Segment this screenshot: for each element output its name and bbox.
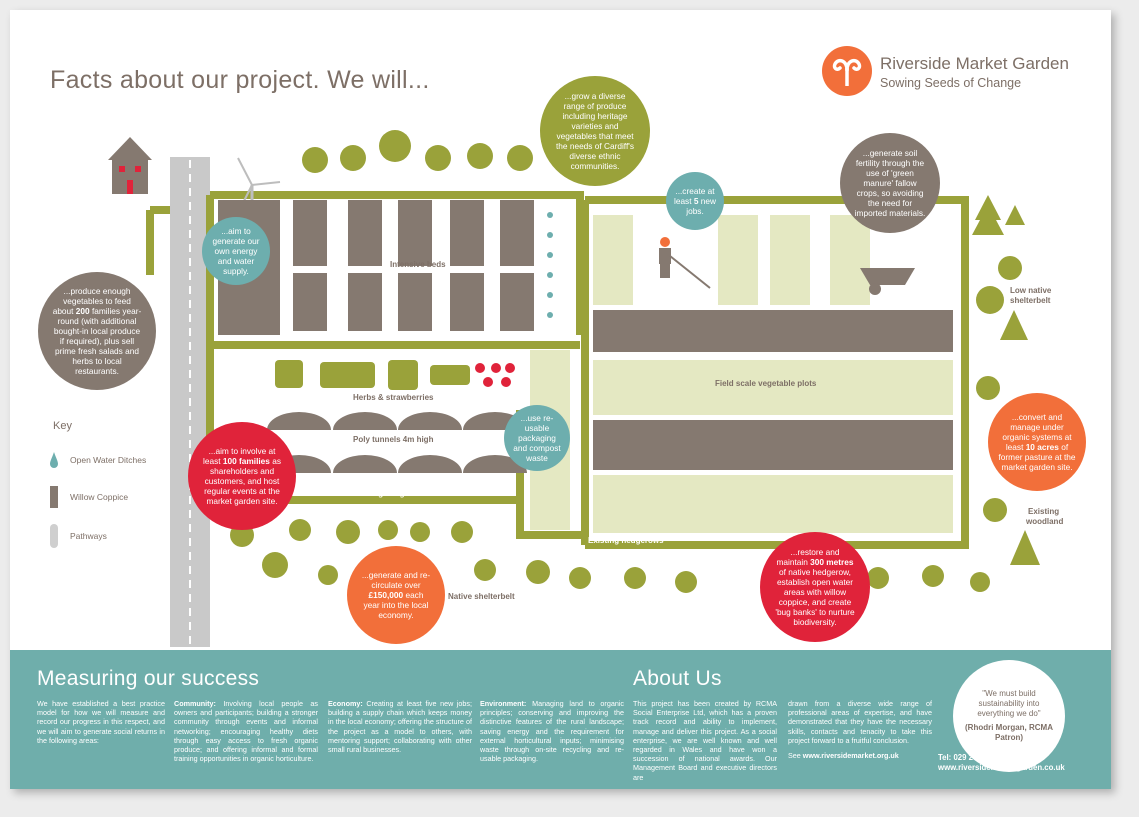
fruit-trees bbox=[302, 130, 533, 173]
community-column: Community: Involving local people as own… bbox=[174, 699, 318, 764]
label-hedgerows-bottom: Existing hedgerows bbox=[588, 536, 664, 545]
field-crops bbox=[530, 215, 953, 533]
label-fruit-trees: Fruit trees bbox=[416, 180, 456, 189]
key-item-pathways: Pathways bbox=[50, 524, 107, 548]
garden-map bbox=[108, 130, 1040, 647]
key-title: Key bbox=[53, 420, 72, 432]
logo-name: Riverside Market Garden bbox=[880, 54, 1069, 73]
footer: Measuring our success We have establishe… bbox=[10, 650, 1111, 789]
water-ditches bbox=[547, 212, 553, 318]
about-column-2: drawn from a diverse wide range of profe… bbox=[788, 699, 932, 761]
about-column-1: This project has been created by RCMA So… bbox=[633, 699, 777, 782]
poster: Facts about our project. We will... Rive… bbox=[10, 10, 1111, 789]
water-drop-icon bbox=[50, 452, 58, 468]
bubble-hedgerow-text: ...restore and maintain 300 metres of na… bbox=[775, 547, 855, 627]
label-low-native-2: shelterbelt bbox=[1010, 296, 1051, 305]
quote-circle: "We must build sustainability into every… bbox=[953, 660, 1065, 772]
bubble-involve-text: ...aim to involve at least 100 families … bbox=[203, 446, 281, 506]
bubble-hedgerow: ...restore and maintain 300 metres of na… bbox=[760, 532, 870, 642]
about-link[interactable]: www.riversidemarket.org.uk bbox=[802, 751, 899, 761]
bubble-circulate-text: ...generate and re-circulate over £150,0… bbox=[361, 570, 431, 620]
bubble-packaging-text: ...use re-usable packaging and compost w… bbox=[513, 413, 561, 463]
logo: Riverside Market Garden Sowing Seeds of … bbox=[822, 46, 1092, 106]
bubble-fertility: ...generate soil fertility through the u… bbox=[840, 133, 940, 233]
label-native-shelterbelt: Native shelterbelt bbox=[448, 592, 515, 601]
willow-block-icon bbox=[50, 486, 58, 508]
key-item-willow: Willow Coppice bbox=[50, 486, 128, 508]
label-field-scale: Field scale vegetable plots bbox=[715, 379, 817, 388]
measuring-intro: We have established a best practice mode… bbox=[37, 699, 165, 745]
label-existing-woodland-1: Existing bbox=[1028, 507, 1060, 516]
bubble-involve: ...aim to involve at least 100 families … bbox=[188, 422, 296, 530]
bubble-jobs: ...create at least 5 new jobs. bbox=[666, 172, 724, 230]
economy-column: Economy: Creating at least five new jobs… bbox=[328, 699, 472, 755]
quote-text: "We must build sustainability into every… bbox=[977, 689, 1041, 718]
quote-author: (Rhodri Morgan, RCMA Patron) bbox=[965, 723, 1053, 742]
bubble-energy-text: ...aim to generate our own energy and wa… bbox=[212, 226, 260, 276]
road bbox=[170, 157, 210, 647]
logo-tagline: Sowing Seeds of Change bbox=[880, 76, 1022, 90]
key-item-water: Open Water Ditches bbox=[50, 452, 146, 468]
bubble-convert-text: ...convert and manage under organic syst… bbox=[998, 412, 1076, 472]
bubble-grow-text: ...grow a diverse range of produce inclu… bbox=[556, 91, 634, 171]
environment-column: Environment: Managing land to organic pr… bbox=[480, 699, 625, 764]
headline: Facts about our project. We will... bbox=[50, 66, 430, 94]
label-intensive-beds: Intensive beds bbox=[390, 260, 446, 269]
pathway-icon bbox=[50, 524, 58, 548]
bubble-produce: ...produce enough vegetables to feed abo… bbox=[38, 272, 156, 390]
bubble-jobs-text: ...create at least 5 new jobs. bbox=[673, 186, 716, 216]
label-poly-tunnels: Poly tunnels 4m high bbox=[353, 435, 434, 444]
label-herbs: Herbs & strawberries bbox=[353, 393, 434, 402]
bubble-convert: ...convert and manage under organic syst… bbox=[988, 393, 1086, 491]
wheelbarrow-icon bbox=[860, 268, 915, 295]
seedling-icon bbox=[822, 46, 872, 96]
bubble-produce-text: ...produce enough vegetables to feed abo… bbox=[52, 286, 142, 376]
website-link[interactable]: www.riversidemarketgarden.co.uk bbox=[938, 763, 1065, 772]
label-existing-woodland-2: woodland bbox=[1026, 517, 1064, 526]
about-title: About Us bbox=[633, 667, 722, 690]
house-icon bbox=[108, 137, 152, 194]
label-low-native-1: Low native bbox=[1010, 286, 1052, 295]
measuring-title: Measuring our success bbox=[37, 667, 260, 690]
label-hedgerows-left: Existing hedgerows bbox=[352, 489, 428, 498]
bubble-grow: ...grow a diverse range of produce inclu… bbox=[540, 76, 650, 186]
bubble-circulate: ...generate and re-circulate over £150,0… bbox=[347, 546, 445, 644]
bubble-energy: ...aim to generate our own energy and wa… bbox=[202, 217, 270, 285]
herb-plants bbox=[275, 360, 515, 390]
farmer-icon bbox=[659, 237, 711, 289]
contact-block: Tel: 029 2019 0036 www.riversidemarketga… bbox=[938, 753, 1065, 773]
telephone: Tel: 029 2019 0036 bbox=[938, 753, 1006, 762]
bubble-fertility-text: ...generate soil fertility through the u… bbox=[854, 148, 926, 218]
bubble-packaging: ...use re-usable packaging and compost w… bbox=[504, 405, 570, 471]
